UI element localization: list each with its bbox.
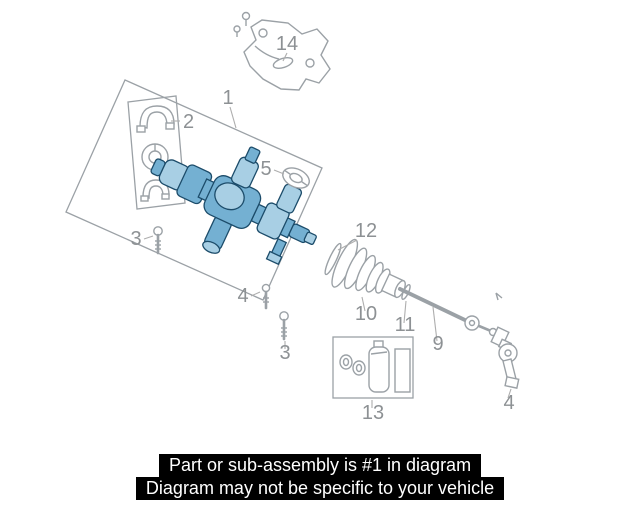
grease-sachet: [368, 346, 390, 393]
outer-tie-rod-end-part-4: [490, 292, 520, 389]
bolt-part-4-left: [261, 283, 271, 310]
callout-1: 1: [222, 87, 233, 109]
input-shaft: [244, 146, 261, 164]
callout-10: 10: [355, 303, 377, 325]
callout-2: 2: [183, 111, 194, 133]
callout-9: 9: [432, 333, 443, 355]
callout-4-right: 4: [503, 392, 514, 414]
bolt-part-3-bottom: [279, 311, 289, 341]
inner-tie-rod-part-9: [398, 287, 498, 337]
callout-3-bottom: 3: [279, 342, 290, 364]
callout-12: 12: [355, 220, 377, 242]
kit-packet: [394, 348, 411, 393]
cotter-pin-icon: [495, 292, 503, 301]
callout-14: 14: [276, 33, 298, 55]
repair-kit-part-13: [332, 336, 414, 399]
banner-line-2: Diagram may not be specific to your vehi…: [135, 477, 505, 500]
callout-11: 11: [395, 314, 416, 336]
banner-line-1: Part or sub-assembly is #1 in diagram: [158, 454, 482, 477]
o-ring: [339, 354, 353, 370]
castle-nut: [504, 376, 520, 389]
diagram-notice-banner: Part or sub-assembly is #1 in diagram Di…: [0, 454, 640, 500]
callout-5: 5: [260, 158, 271, 180]
bolt-part-3-left: [153, 226, 163, 255]
steering-gear-assembly-highlighted: [150, 146, 317, 266]
grommet-part-5: [282, 167, 310, 189]
callout-4-left: 4: [237, 285, 248, 307]
callout-13: 13: [362, 402, 384, 424]
heat-shield-bracket-part-14: [233, 11, 331, 91]
callout-3-left: 3: [130, 228, 141, 250]
part-1-boundary-box: [65, 79, 323, 301]
steering-boot-part-10: [331, 238, 406, 299]
jam-nut: [490, 326, 510, 348]
bracket-screw-icon: [233, 25, 241, 33]
boot-clamp-part-12: [324, 242, 342, 276]
o-ring: [352, 360, 366, 376]
bracket-screw-icon: [241, 11, 251, 21]
leader-lines: [143, 52, 512, 408]
